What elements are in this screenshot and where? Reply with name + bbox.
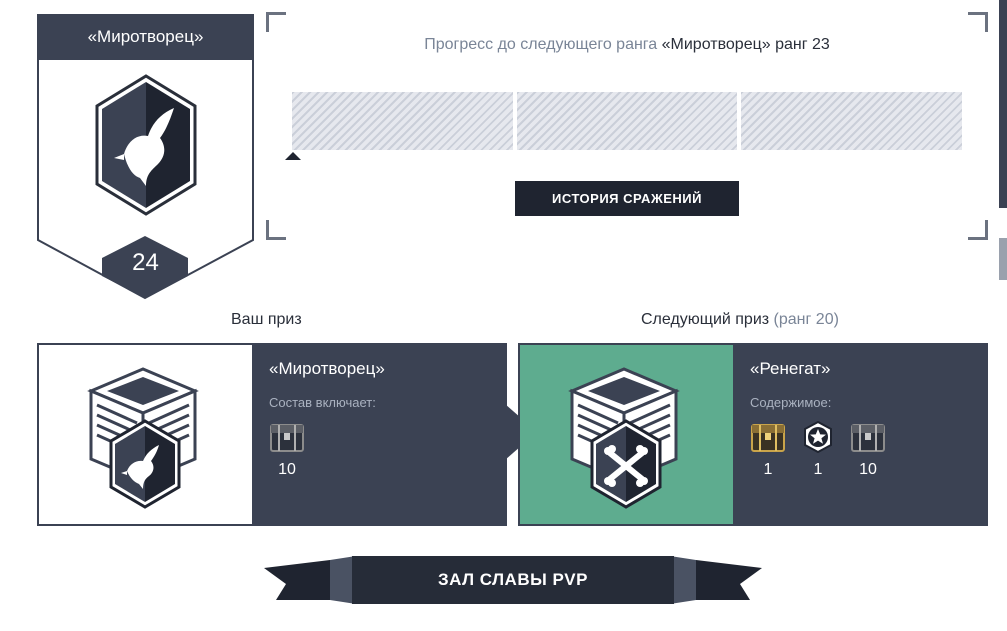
prize-item[interactable]: 1 [750, 421, 786, 479]
dove-icon [95, 74, 197, 216]
gold-crate-icon [751, 424, 785, 452]
current-prize-image [37, 343, 252, 526]
rank-name: «Миротворец» [87, 27, 204, 46]
hall-of-fame-label: ЗАЛ СЛАВЫ PVP [437, 570, 588, 589]
next-prize-heading: Следующий приз (ранг 20) [641, 311, 839, 329]
progress-segment [516, 92, 738, 150]
rank-badge: «Миротворец» 24 [37, 14, 254, 300]
prize-item-count: 10 [859, 461, 877, 478]
frame-corner [968, 12, 988, 32]
prize-item[interactable]: 10 [850, 421, 886, 479]
next-prize-image [518, 343, 733, 526]
progress-segment [741, 92, 963, 150]
prize-item[interactable]: 1 [800, 421, 836, 479]
next-prize-items: 1 1 10 [750, 421, 886, 479]
prize-item-count: 10 [278, 461, 296, 478]
frame-corner [266, 12, 286, 32]
crate-skull-crossbones-icon [568, 367, 680, 509]
progress-bar [292, 92, 963, 150]
current-prize-title: «Миротворец» [269, 359, 385, 378]
next-prize-heading-rank: (ранг 20) [773, 311, 839, 328]
next-prize-card[interactable]: «Ренегат» Содержимое: 1 1 [518, 343, 988, 526]
current-prize-heading: Ваш приз [231, 311, 302, 328]
next-prize-heading-label: Следующий приз [641, 311, 770, 328]
next-prize-info: «Ренегат» Содержимое: 1 1 [733, 343, 988, 526]
progress-marker-icon [285, 152, 301, 160]
progress-title: Прогресс до следующего ранга «Миротворец… [266, 36, 988, 54]
prize-item-count: 1 [813, 461, 823, 478]
crate-icon [270, 424, 304, 452]
star-badge-icon [804, 421, 832, 453]
frame-corner [266, 220, 286, 240]
rank-number: 24 [132, 249, 159, 276]
ribbon-banner [264, 556, 762, 604]
prize-item-count: 1 [763, 461, 773, 478]
progress-panel: Прогресс до следующего ранга «Миротворец… [266, 12, 988, 240]
prize-item[interactable]: 10 [269, 421, 305, 479]
scrollbar-track[interactable] [999, 0, 1007, 208]
progress-segment [292, 92, 513, 150]
crate-icon [851, 424, 885, 452]
current-prize-card[interactable]: «Миротворец» Состав включает: 10 [37, 343, 507, 526]
next-prize-title: «Ренегат» [750, 359, 831, 378]
scrollbar-thumb[interactable] [999, 238, 1007, 280]
current-prize-info: «Миротворец» Состав включает: 10 [252, 343, 507, 526]
current-prize-items: 10 [269, 421, 305, 479]
next-prize-subtitle: Содержимое: [750, 395, 832, 410]
battle-history-button[interactable]: ИСТОРИЯ СРАЖЕНИЙ [515, 181, 739, 216]
frame-corner [968, 220, 988, 240]
progress-title-rank: «Миротворец» ранг 23 [661, 36, 830, 53]
crate-dove-icon [87, 367, 199, 509]
hall-of-fame-button[interactable]: ЗАЛ СЛАВЫ PVP [264, 554, 762, 606]
progress-title-prefix: Прогресс до следующего ранга [424, 36, 658, 53]
current-prize-subtitle: Состав включает: [269, 395, 376, 410]
